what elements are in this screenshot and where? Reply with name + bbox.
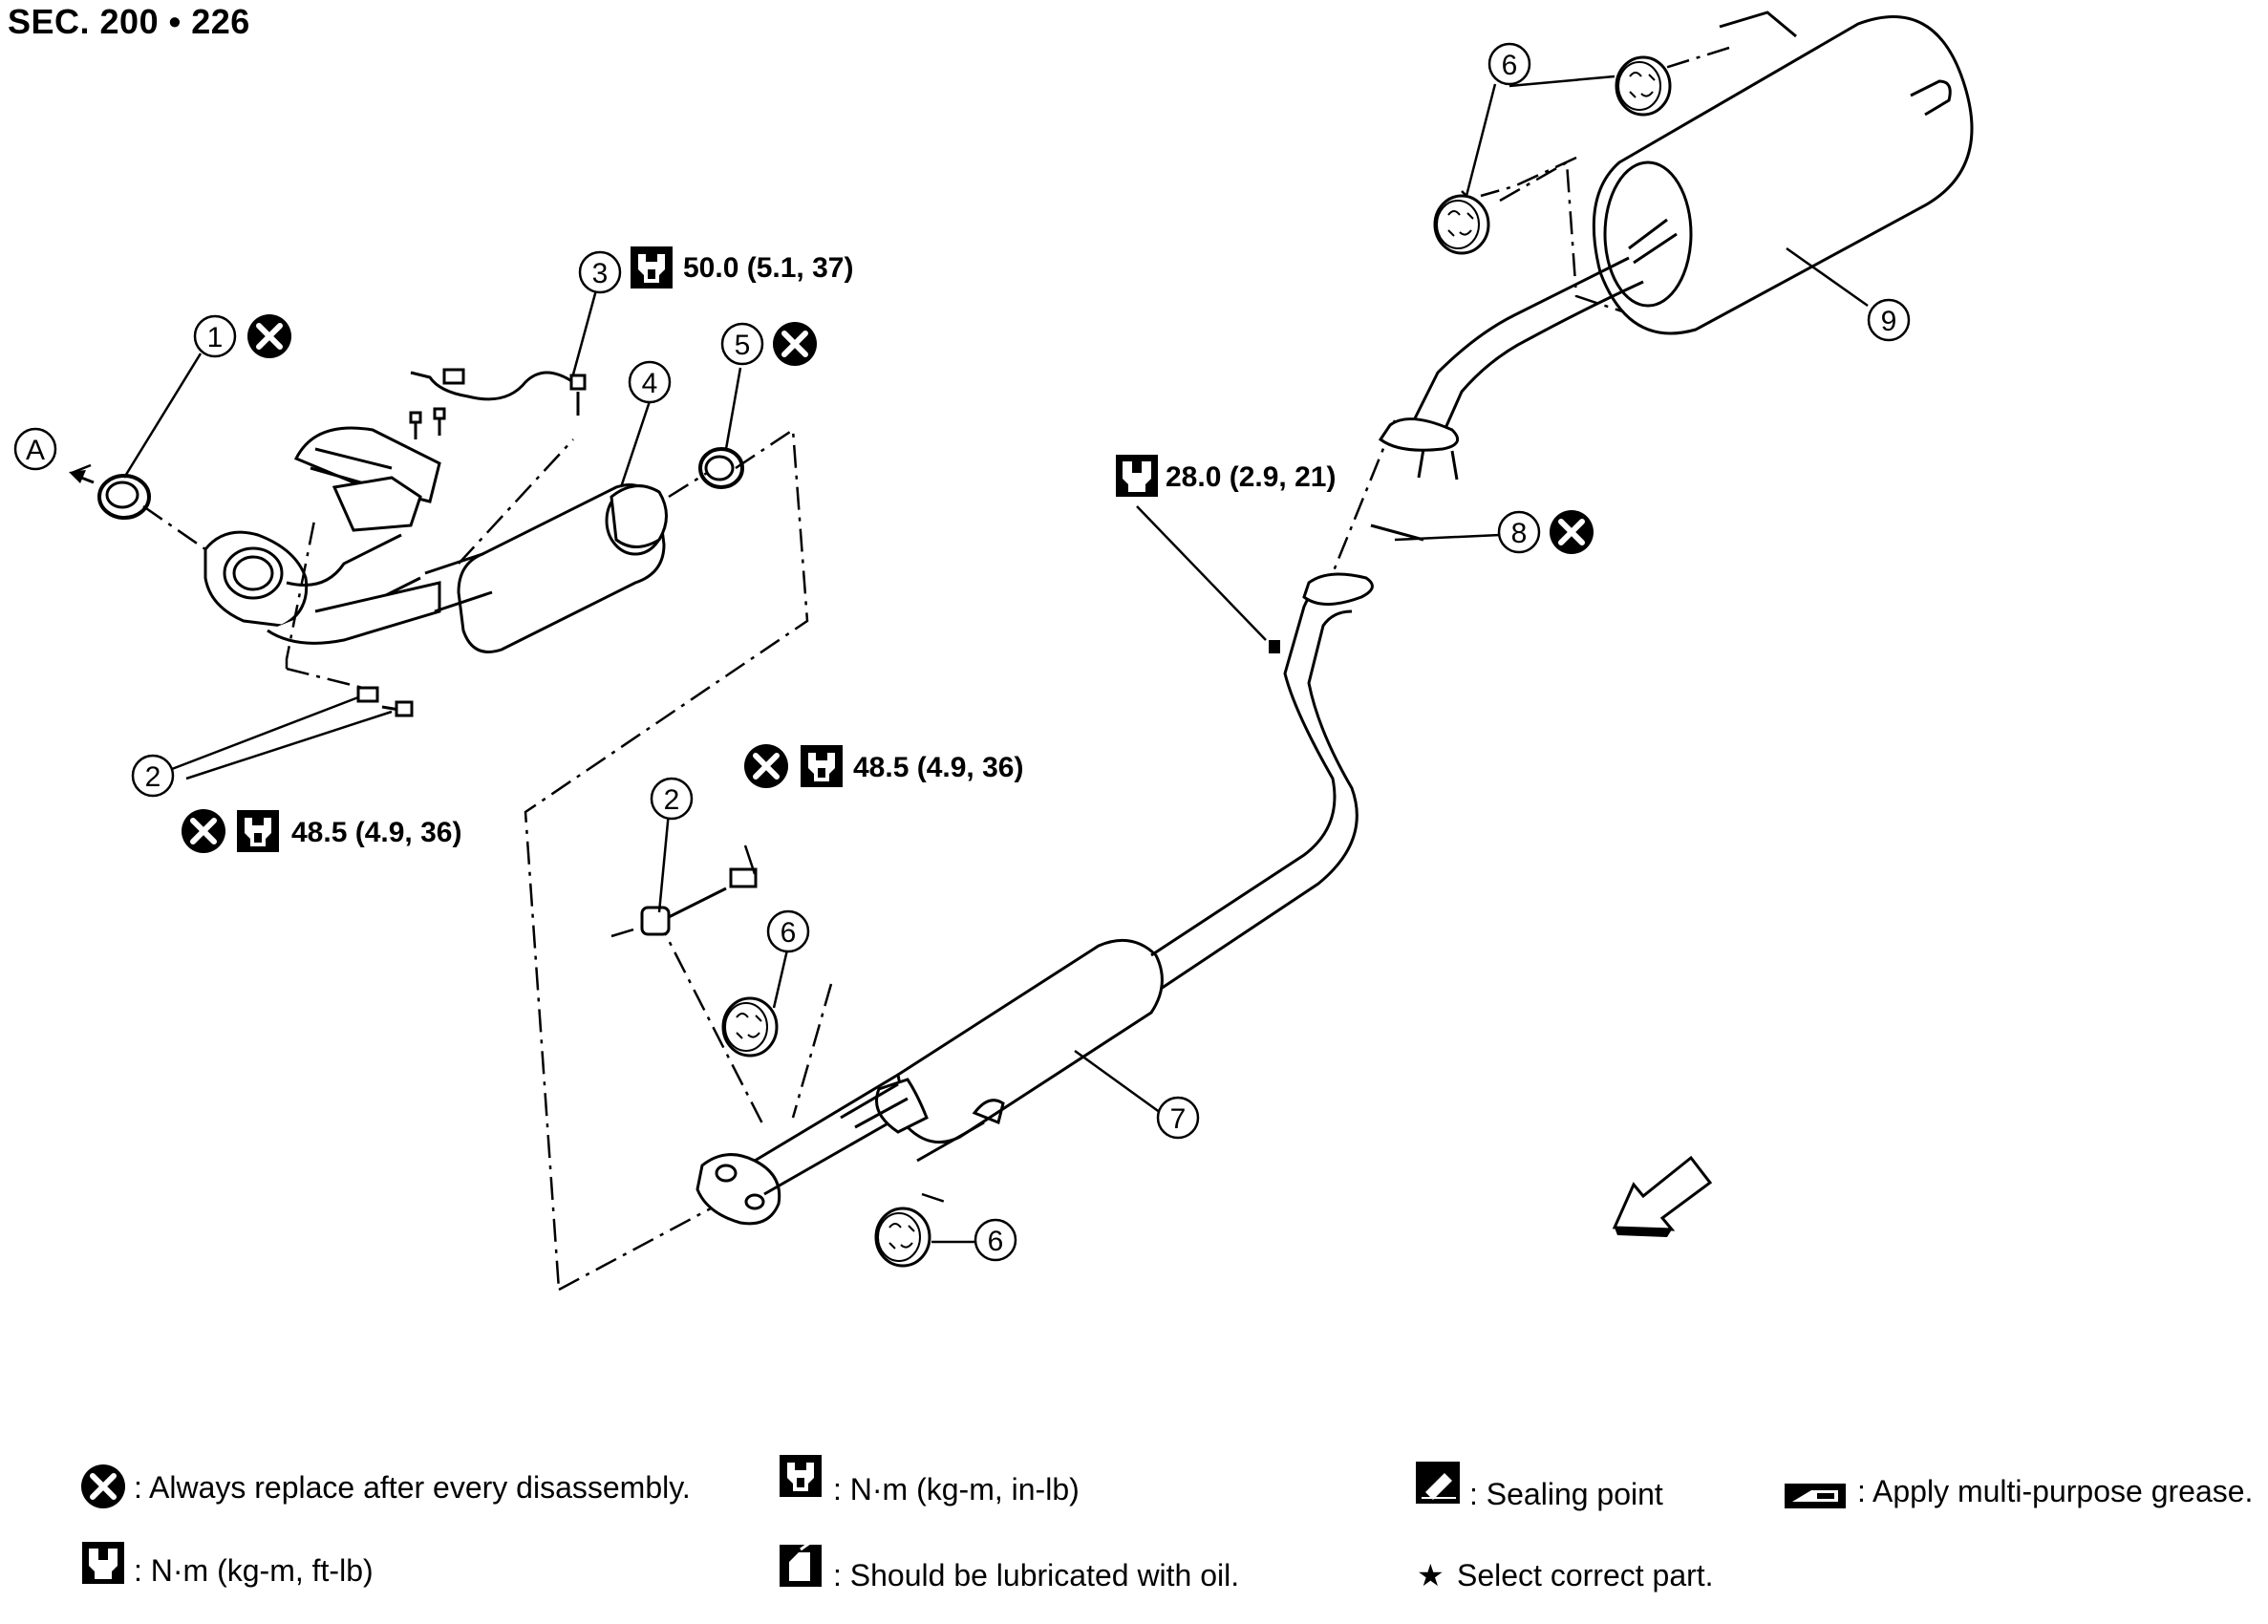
svg-text:48.5 (4.9, 36): 48.5 (4.9, 36) [291, 817, 461, 848]
callout-1: 1 [193, 314, 291, 358]
torque-icon [82, 1542, 124, 1584]
svg-text:A: A [26, 435, 45, 466]
svg-text:3: 3 [592, 258, 609, 289]
section-title: SEC. 200 • 226 [8, 2, 250, 41]
svg-text:: N·m (kg-m, ft-lb): : N·m (kg-m, ft-lb) [134, 1553, 374, 1588]
svg-text:9: 9 [1881, 306, 1897, 337]
callout-6-center-upper: 6 [766, 909, 810, 953]
svg-text:6: 6 [988, 1226, 1004, 1257]
svg-text:2: 2 [664, 784, 680, 816]
svg-text:: N·m (kg-m, in-lb): : N·m (kg-m, in-lb) [833, 1472, 1080, 1506]
legend-select: ★ Select correct part. [1417, 1558, 1714, 1592]
callout-5: 5 [720, 322, 817, 366]
torque-rear-nut: 28.0 (2.9, 21) [1116, 455, 1336, 497]
callout-3: 3 50.0 (5.1, 37) [578, 246, 853, 294]
legend-sealing: : Sealing point [1416, 1462, 1663, 1511]
svg-text:8: 8 [1511, 518, 1528, 549]
svg-text:48.5 (4.9, 36): 48.5 (4.9, 36) [853, 752, 1023, 783]
center-muffler-group [695, 572, 1374, 1226]
oil-can-icon [780, 1538, 822, 1587]
callout-2-center: 2 [650, 777, 694, 821]
legend-replace: : Always replace after every disassembly… [81, 1464, 691, 1508]
svg-text:: Sealing point: : Sealing point [1469, 1477, 1663, 1511]
center-hardware [640, 867, 931, 1268]
svg-text:4: 4 [642, 368, 658, 399]
torque-icon [780, 1455, 822, 1497]
callout-6-center-lower: 6 [974, 1218, 1017, 1262]
replace-icon [1550, 510, 1594, 554]
torque-icon [801, 745, 843, 787]
torque-sensor: 50.0 (5.1, 37) [683, 252, 853, 284]
svg-text:28.0 (2.9, 21): 28.0 (2.9, 21) [1166, 461, 1336, 493]
svg-text:: Should be lubricated with oi: : Should be lubricated with oil. [833, 1558, 1239, 1592]
replace-icon [81, 1464, 125, 1508]
svg-text:6: 6 [1502, 50, 1518, 81]
svg-text:5: 5 [735, 330, 751, 361]
callout-6-rear: 6 [1487, 42, 1531, 86]
callout-8: 8 [1497, 510, 1594, 554]
replace-icon [744, 744, 788, 788]
replace-icon [773, 322, 817, 366]
svg-text:Select correct part.: Select correct part. [1457, 1558, 1714, 1592]
legend: : Always replace after every disassembly… [81, 1455, 2253, 1592]
callout-9: 9 [1867, 298, 1911, 342]
svg-text:: Always replace after every d: : Always replace after every disassembly… [134, 1470, 691, 1505]
callout-7: 7 [1156, 1096, 1200, 1140]
leader-lines [122, 75, 1869, 1244]
torque-icon [1116, 455, 1158, 497]
rear-muffler-group [1378, 11, 1974, 481]
bushing-center-lower [874, 1207, 931, 1268]
front-direction-arrow-icon [1612, 1155, 1713, 1237]
legend-grease: : Apply multi-purpose grease. [1785, 1474, 2253, 1508]
grease-gun-icon [1785, 1484, 1846, 1508]
torque-icon [631, 246, 673, 288]
svg-text:: Apply multi-purpose grease.: : Apply multi-purpose grease. [1857, 1474, 2253, 1508]
replace-icon [247, 314, 291, 358]
sealing-point-icon [1416, 1462, 1460, 1504]
legend-nm-ftlb: : N·m (kg-m, ft-lb) [82, 1542, 374, 1588]
callout-a: A [13, 427, 57, 471]
rear-hardware [1269, 55, 1672, 653]
bushing-rear-left [1433, 194, 1490, 255]
svg-text:7: 7 [1170, 1103, 1187, 1135]
bushing-center-upper [721, 996, 779, 1058]
replace-icon [182, 809, 225, 853]
star-icon: ★ [1417, 1558, 1444, 1592]
callout-4: 4 [628, 360, 672, 404]
legend-nm-inlb: : N·m (kg-m, in-lb) [780, 1455, 1080, 1506]
bushing-rear-top [1615, 55, 1672, 117]
torque-center-bolts: 48.5 (4.9, 36) [744, 744, 1023, 788]
svg-text:2: 2 [145, 761, 161, 793]
svg-text:6: 6 [781, 917, 797, 949]
torque-front-bolts: 48.5 (4.9, 36) [182, 809, 461, 853]
callout-2-front: 2 [131, 754, 175, 798]
legend-oil: : Should be lubricated with oil. [780, 1538, 1239, 1592]
torque-icon [237, 810, 279, 852]
svg-text:1: 1 [207, 322, 224, 353]
front-tube-catalyst-group [97, 368, 744, 717]
